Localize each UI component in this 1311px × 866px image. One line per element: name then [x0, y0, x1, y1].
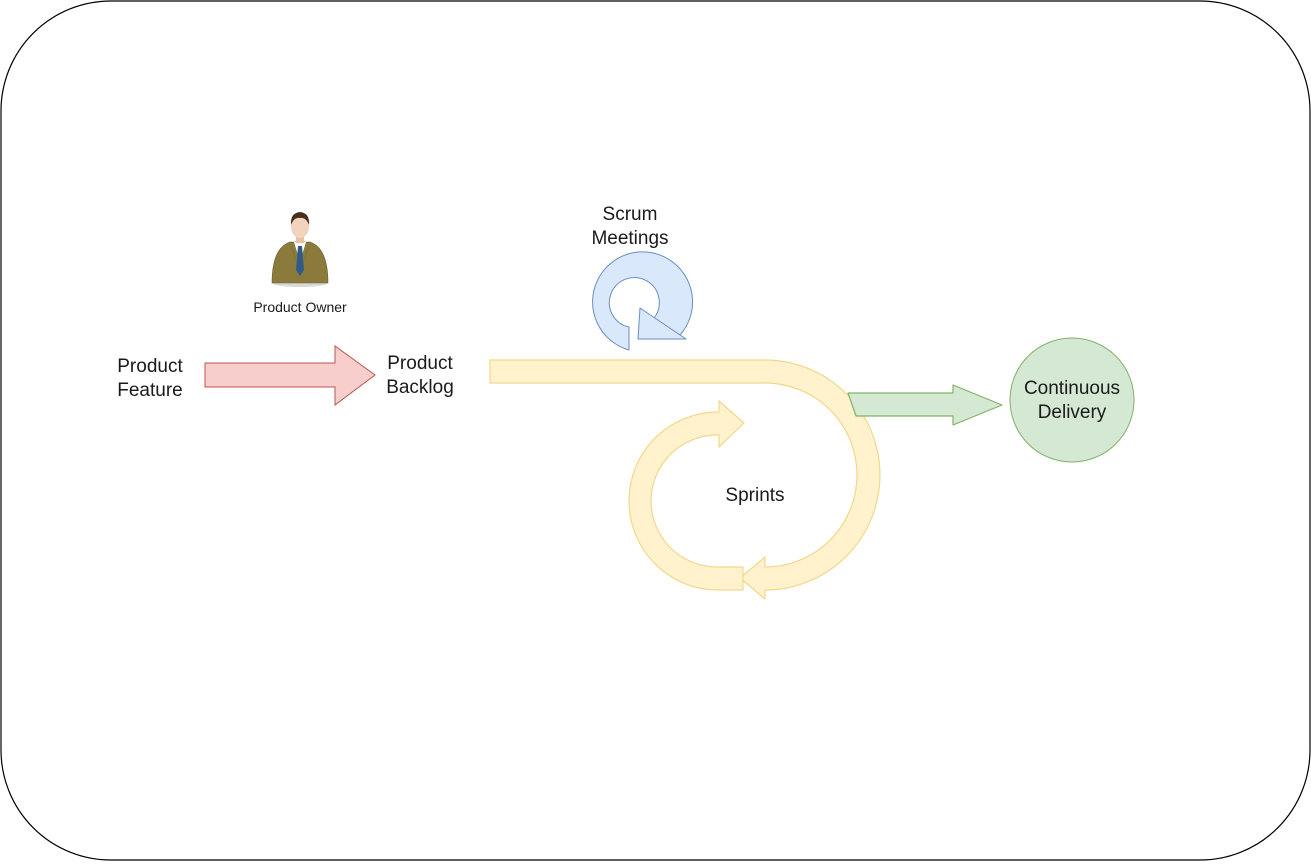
sprint-loop-arrow: [628, 400, 745, 591]
continuous-delivery-circle: [1009, 337, 1135, 463]
feature-to-backlog-arrow: [204, 345, 376, 406]
product-backlog-label: Product Backlog: [386, 353, 454, 398]
scrum-meetings-label: Scrum Meetings: [591, 204, 669, 249]
scrum-meeting-arrowhead: [637, 307, 687, 340]
delivery-arrow: [847, 384, 1003, 426]
businessman-icon: [271, 212, 329, 287]
continuous-delivery-label: Continuous Delivery: [1023, 378, 1121, 423]
sprints-label: Sprints: [725, 485, 785, 506]
product-owner-label: Product Owner: [253, 299, 347, 315]
product-feature-label: Product Feature: [117, 356, 183, 401]
scrum-meeting-cycle-icon: [592, 251, 694, 351]
